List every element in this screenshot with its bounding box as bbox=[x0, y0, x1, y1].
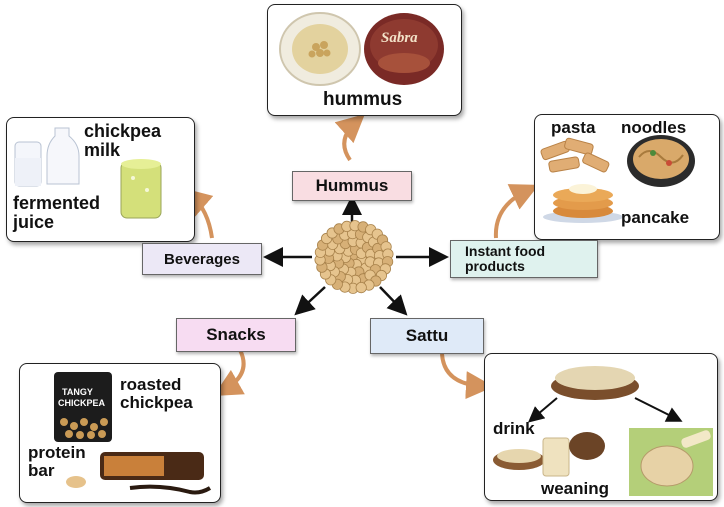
arrow-to-snacks bbox=[294, 286, 326, 316]
chickpea bbox=[355, 281, 367, 294]
snacks-panel: TANGY CHICKPEA roasted chickpea protein … bbox=[19, 363, 221, 503]
hummus-bowl-icon bbox=[279, 12, 444, 86]
pancake-label: pancake bbox=[621, 208, 690, 227]
category-beverages: Beverages bbox=[142, 243, 262, 275]
sattu-drink-weaning-icon bbox=[493, 366, 713, 496]
curved-arrow-instant bbox=[493, 184, 539, 239]
category-snacks: Snacks bbox=[176, 318, 296, 352]
curved-arrow-snacks bbox=[213, 349, 246, 396]
curved-arrow-sattu bbox=[440, 353, 494, 400]
pack-text-tangy: TANGY bbox=[62, 387, 93, 397]
fermented-juice-label: fermented juice bbox=[13, 193, 101, 232]
weaning-label: weaning bbox=[541, 479, 610, 498]
curved-arrow-hummus bbox=[334, 113, 365, 162]
beverages-panel: chickpea milk fermented juice bbox=[6, 117, 195, 242]
noodles-label: noodles bbox=[621, 118, 687, 137]
pasta-label: pasta bbox=[551, 118, 596, 137]
hummus-panel: Sabra hummus bbox=[267, 4, 462, 116]
chickpea-milk-label: chickpea milk bbox=[84, 121, 162, 160]
pack-text-chickpea: CHICKPEA bbox=[58, 398, 106, 408]
roasted-chickpea-label: roasted chickpea bbox=[120, 375, 193, 412]
protein-bar-label: protein bar bbox=[28, 443, 86, 480]
drink-label: drink bbox=[493, 419, 535, 438]
category-hummus: Hummus bbox=[292, 171, 412, 201]
hummus-panel-label: hummus bbox=[323, 89, 403, 110]
sabra-logo: Sabra bbox=[381, 30, 418, 46]
category-instant-food: Instant food products bbox=[450, 240, 598, 278]
roasted-chickpea-protein-bar-icon bbox=[54, 372, 212, 495]
pasta-noodles-pancake-icon bbox=[540, 135, 695, 223]
sattu-panel: drink weaning bbox=[484, 353, 718, 501]
milk-bottles-icon bbox=[14, 127, 162, 219]
category-sattu: Sattu bbox=[370, 318, 484, 354]
instant-food-panel: pasta noodles pancake bbox=[534, 114, 720, 240]
arrow-to-sattu bbox=[379, 286, 408, 316]
